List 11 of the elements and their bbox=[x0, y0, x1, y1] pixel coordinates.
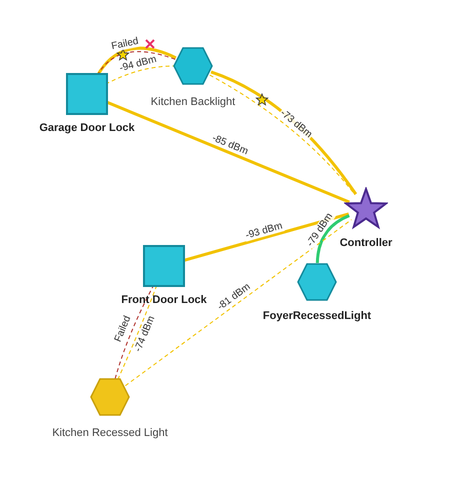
connection-line bbox=[106, 100, 350, 204]
connection-line bbox=[316, 214, 350, 264]
connection-line bbox=[124, 219, 352, 386]
node-label: Kitchen Backlight bbox=[150, 96, 236, 108]
node-label: Front Door Lock bbox=[121, 294, 207, 306]
edge-label: Failed bbox=[110, 36, 141, 52]
node-label: Kitchen Recessed Light bbox=[52, 427, 168, 439]
node-label: Garage Door Lock bbox=[39, 122, 135, 134]
connection-line bbox=[184, 212, 350, 262]
node-label: FoyerRecessedLight bbox=[262, 310, 372, 322]
node-label: Controller bbox=[340, 237, 392, 249]
